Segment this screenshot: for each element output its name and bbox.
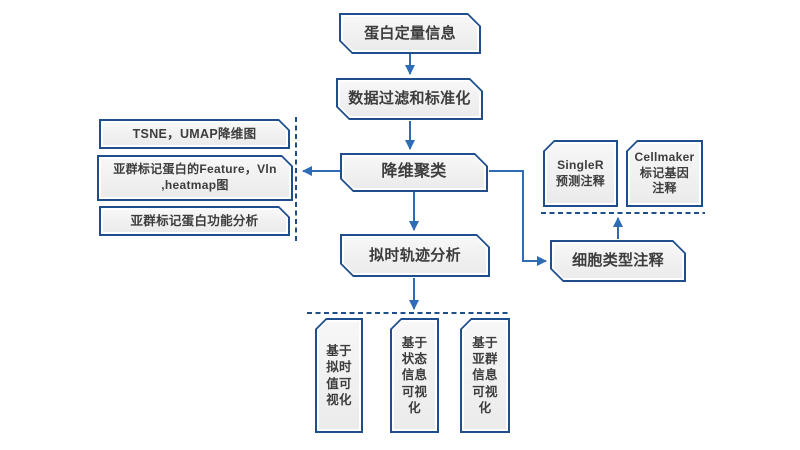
subgroup-info-vis-node: 基于 亚群 信息 可视 化	[460, 318, 510, 433]
tsne-umap-plot-node: TSNE，UMAP降维图	[99, 119, 290, 149]
marker-feature-plot-node: 亚群标记蛋白的Feature，Vln ,heatmap图	[97, 155, 293, 201]
protein-quantification-node: 蛋白定量信息	[339, 13, 481, 54]
protein-quantification-label: 蛋白定量信息	[364, 24, 456, 42]
marker-function-analysis-label: 亚群标记蛋白功能分析	[130, 213, 259, 228]
arrow-clustering-to-cell-annotation	[489, 170, 547, 266]
data-filter-normalize-label: 数据过滤和标准化	[348, 90, 471, 108]
dim-reduction-clustering-node: 降维聚类	[340, 153, 488, 192]
singler-annotation-node: SingleR 预测注释	[543, 140, 618, 207]
state-info-vis-label: 基于 状态 信息 可视 化	[401, 335, 428, 415]
cell-type-annotation-label: 细胞类型注释	[572, 252, 664, 270]
cellmarker-annotation-node: Cellmaker 标记基因 注释	[626, 140, 703, 207]
cell-type-annotation-node: 细胞类型注释	[550, 240, 686, 282]
data-filter-normalize-node: 数据过滤和标准化	[336, 78, 483, 120]
pseudotime-trajectory-node: 拟时轨迹分析	[340, 234, 490, 277]
singler-annotation-label: SingleR 预测注释	[555, 157, 606, 188]
tsne-umap-plot-label: TSNE，UMAP降维图	[132, 126, 257, 141]
marker-feature-plot-label: 亚群标记蛋白的Feature，Vln ,heatmap图	[113, 162, 277, 192]
marker-function-analysis-node: 亚群标记蛋白功能分析	[99, 206, 290, 236]
pseudotime-value-vis-node: 基于 拟时 值可 视化	[315, 318, 363, 433]
cellmarker-annotation-label: Cellmaker 标记基因 注释	[634, 150, 695, 196]
pseudotime-trajectory-label: 拟时轨迹分析	[369, 246, 461, 264]
dim-reduction-clustering-label: 降维聚类	[381, 163, 447, 181]
subgroup-info-vis-label: 基于 亚群 信息 可视 化	[472, 335, 498, 415]
pseudotime-value-vis-label: 基于 拟时 值可 视化	[326, 344, 352, 407]
state-info-vis-node: 基于 状态 信息 可视 化	[390, 318, 439, 433]
